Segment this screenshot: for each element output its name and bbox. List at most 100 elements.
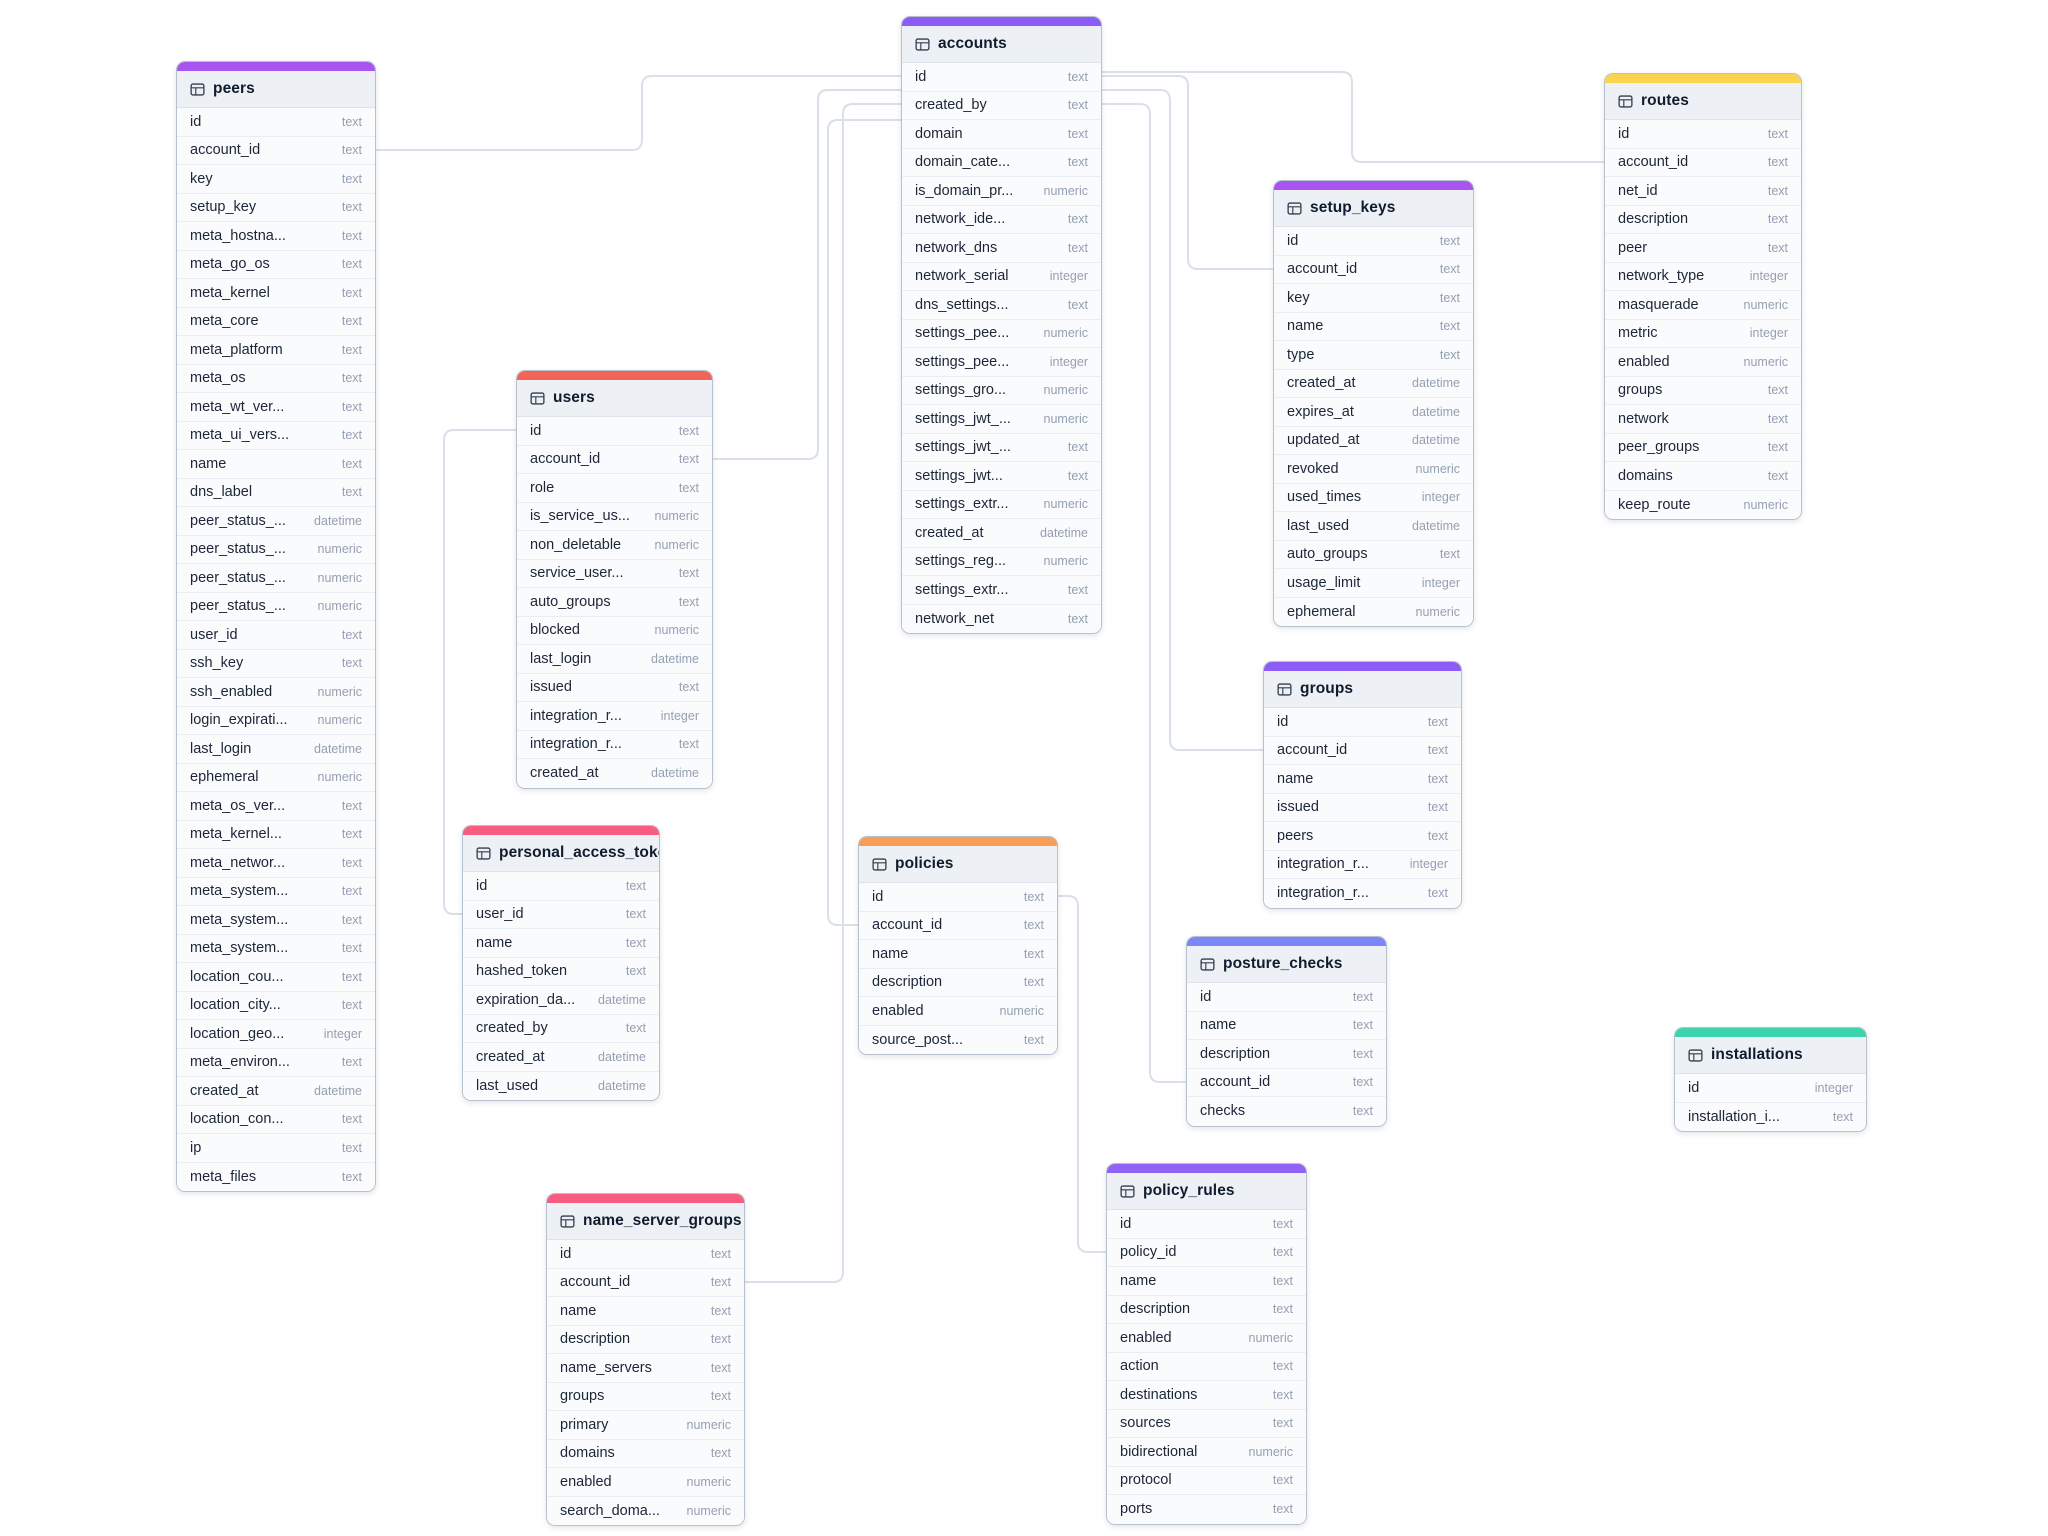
- field-row[interactable]: source_post...text: [859, 1025, 1057, 1054]
- field-row[interactable]: meta_wt_ver...text: [177, 393, 375, 422]
- field-row[interactable]: meta_os_ver...text: [177, 792, 375, 821]
- field-row[interactable]: integration_r...integer: [517, 702, 712, 731]
- field-row[interactable]: meta_system...text: [177, 877, 375, 906]
- table-header[interactable]: policy_rules: [1107, 1173, 1306, 1210]
- field-row[interactable]: meta_system...text: [177, 906, 375, 935]
- field-row[interactable]: location_cou...text: [177, 963, 375, 992]
- field-row[interactable]: settings_jwt_...numeric: [902, 405, 1101, 434]
- field-row[interactable]: settings_pee...integer: [902, 348, 1101, 377]
- field-row[interactable]: peer_status_...numeric: [177, 592, 375, 621]
- table-header[interactable]: users: [517, 380, 712, 417]
- table-header[interactable]: installations: [1675, 1037, 1866, 1074]
- table-header[interactable]: personal_access_tokens: [463, 835, 659, 872]
- table-header[interactable]: groups: [1264, 671, 1461, 708]
- field-row[interactable]: meta_environ...text: [177, 1048, 375, 1077]
- field-row[interactable]: integration_r...integer: [1264, 850, 1461, 879]
- field-row[interactable]: network_ide...text: [902, 205, 1101, 234]
- field-row[interactable]: peer_status_...numeric: [177, 564, 375, 593]
- table-header[interactable]: name_server_groups: [547, 1203, 744, 1240]
- field-row[interactable]: installation_i...text: [1675, 1102, 1866, 1131]
- field-row[interactable]: location_geo...integer: [177, 1020, 375, 1049]
- table-header[interactable]: posture_checks: [1187, 946, 1386, 983]
- field-row[interactable]: settings_pee...numeric: [902, 319, 1101, 348]
- table-header[interactable]: routes: [1605, 83, 1801, 120]
- field-row[interactable]: dns_settings...text: [902, 291, 1101, 320]
- field-row[interactable]: expiration_da...datetime: [463, 986, 659, 1015]
- field-row[interactable]: settings_gro...numeric: [902, 376, 1101, 405]
- field-row[interactable]: peer_status_...numeric: [177, 535, 375, 564]
- entity-table-personal_access_tokens[interactable]: personal_access_tokensidtextuser_idtextn…: [462, 825, 660, 1101]
- field-row[interactable]: settings_extr...numeric: [902, 490, 1101, 519]
- field-row[interactable]: is_service_us...numeric: [517, 502, 712, 531]
- field-row[interactable]: meta_hostna...text: [177, 222, 375, 251]
- table-header[interactable]: policies: [859, 846, 1057, 883]
- table-header[interactable]: peers: [177, 71, 375, 108]
- field-row[interactable]: integration_r...text: [517, 730, 712, 759]
